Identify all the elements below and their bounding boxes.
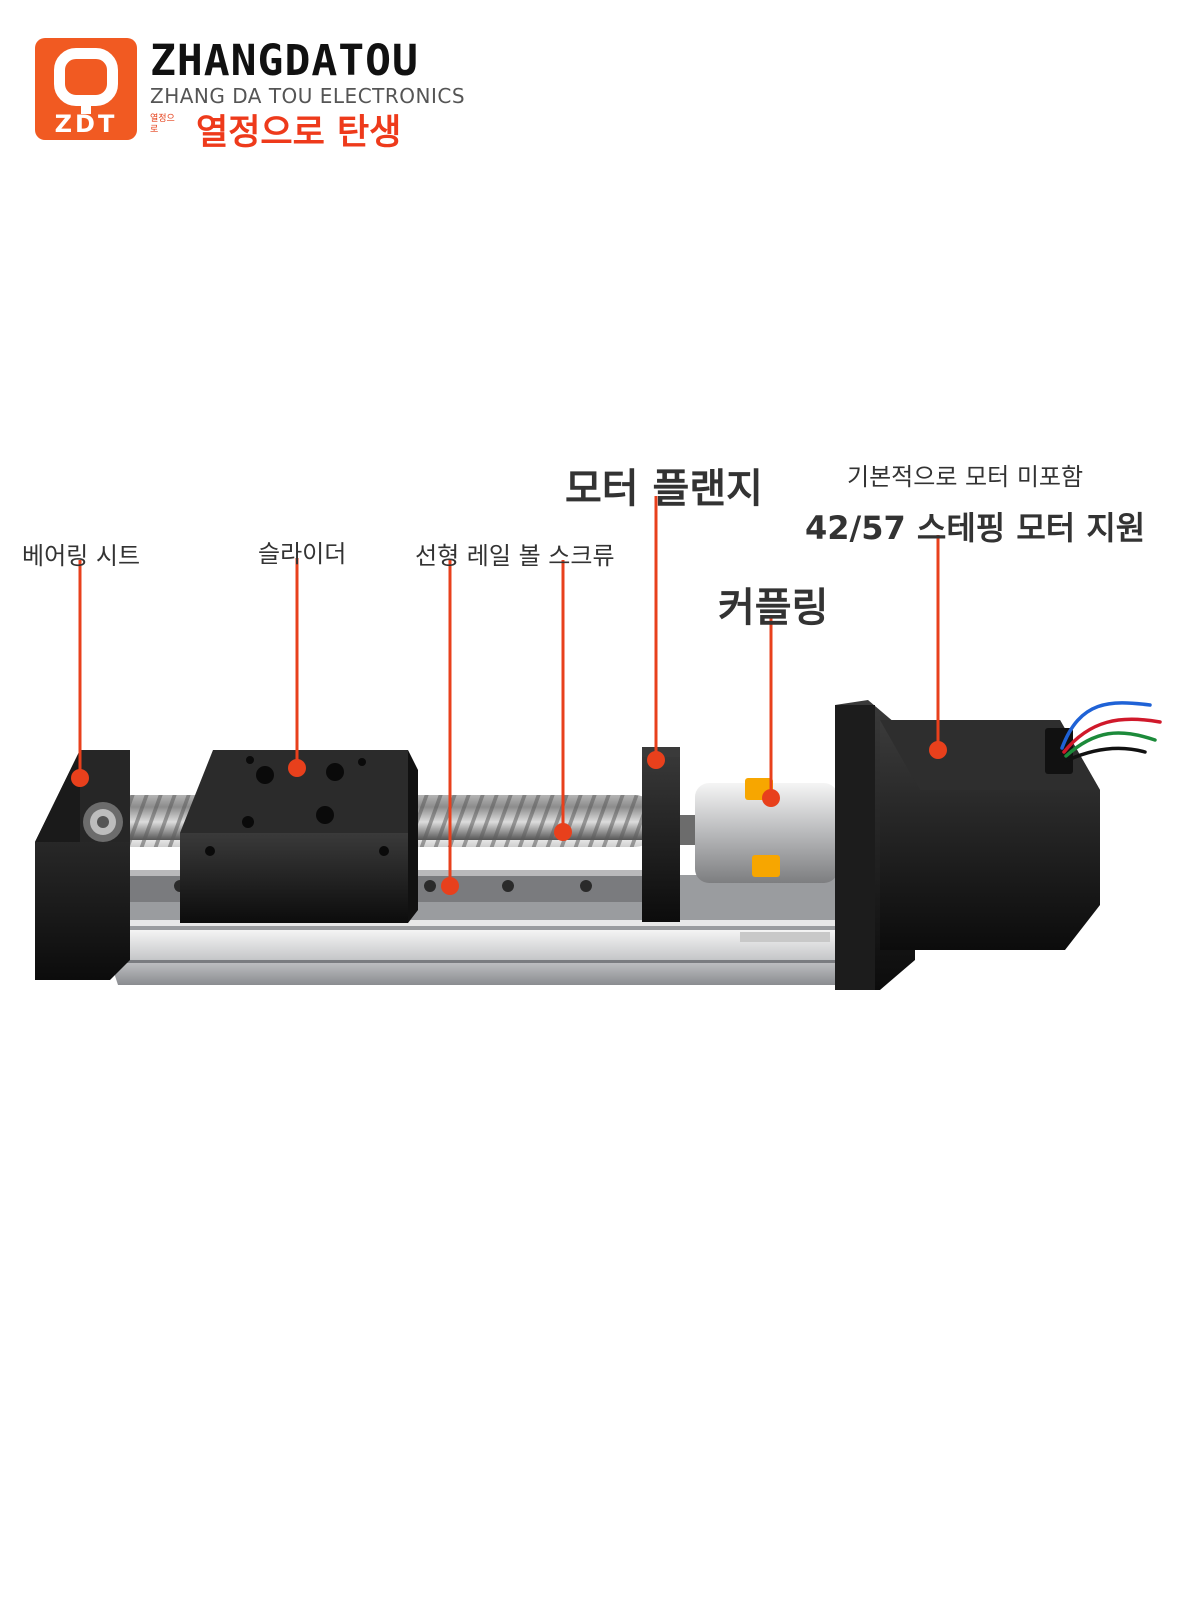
callout-markers: [71, 496, 947, 895]
label-motor-flange: 모터 플랜지: [565, 466, 763, 512]
callout-dot-screw: [554, 823, 572, 841]
brand-name: ZHANGDATOU: [150, 36, 419, 86]
brand-subtitle: ZHANG DA TOU ELECTRONICS: [150, 84, 466, 108]
label-slider: 슬라이더: [258, 540, 347, 568]
brand-slogan: 열정으로 탄생: [196, 113, 402, 153]
label-motor-support: 42/57 스테핑 모터 지원: [805, 509, 1146, 547]
brand-small-text: 열정으로: [150, 114, 175, 135]
coupling: [695, 778, 838, 883]
callout-dot-motor: [929, 741, 947, 759]
bearing-seat-block: [35, 750, 130, 980]
motor-flange-plate: [642, 747, 680, 922]
slider-block: [180, 750, 418, 923]
logo-stem-shape: [81, 98, 91, 114]
label-coupling: 커플링: [718, 585, 829, 631]
brand-logo-mark: ZDT: [35, 38, 137, 140]
callout-dot-rail: [441, 877, 459, 895]
label-no-motor: 기본적으로 모터 미포함: [847, 463, 1084, 491]
callout-dot-slider: [288, 759, 306, 777]
label-rail-screw: 선형 레일 볼 스크류: [415, 542, 615, 570]
label-bearing-seat: 베어링 시트: [22, 542, 141, 570]
callout-dot-bearing: [71, 769, 89, 787]
stepper-motor: [880, 720, 1100, 950]
callout-dot-flange: [647, 751, 665, 769]
motor-wires: [1060, 701, 1162, 762]
logo-mark-text: ZDT: [54, 110, 118, 138]
callout-dot-coupling: [762, 789, 780, 807]
